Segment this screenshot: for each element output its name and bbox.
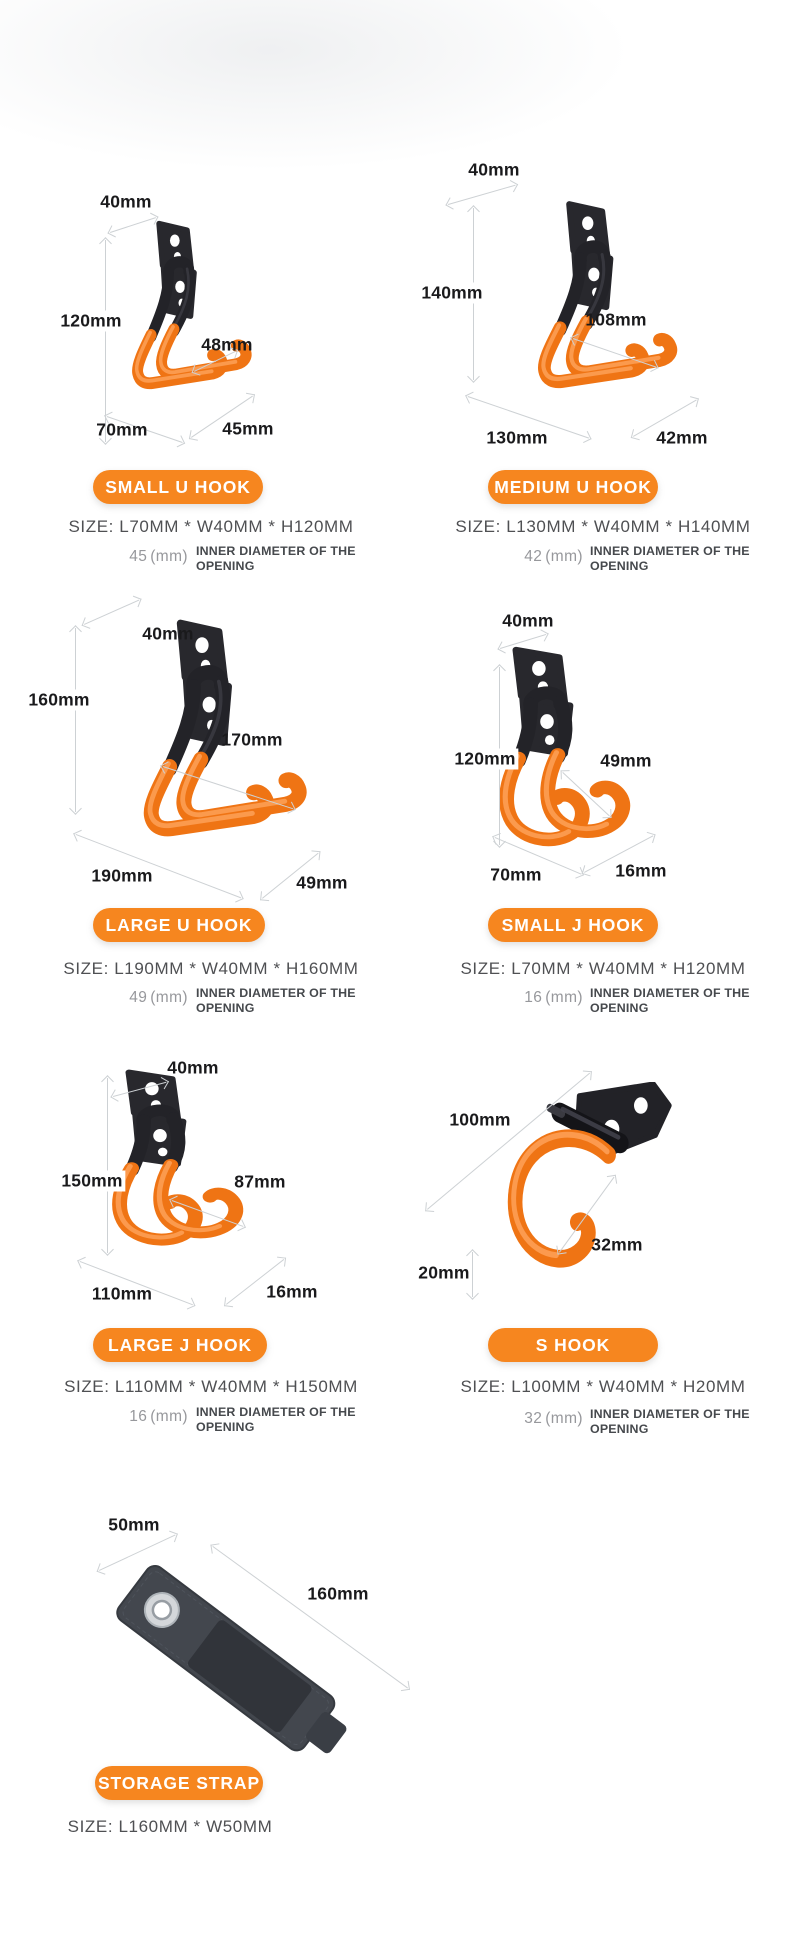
product-name-badge: SMALL J HOOK [488, 908, 658, 942]
dimension-label: 150mm [58, 1170, 126, 1192]
dimension-label: 70mm [490, 864, 542, 885]
dimension-label: 20mm [418, 1262, 470, 1283]
caption-line-2: OPENING [196, 1419, 255, 1434]
dimension-label: 120mm [451, 748, 519, 770]
dimension-label: 45mm [222, 418, 274, 439]
dimension-label: 40mm [100, 191, 152, 212]
inner-unit: (mm) [150, 989, 188, 1006]
dimension-label: 170mm [221, 729, 283, 750]
dimension-label: 49mm [296, 872, 348, 893]
inner-value: 42 [524, 548, 543, 565]
dimension-label: 32mm [591, 1234, 643, 1255]
inner-diameter-value: 42(mm) [455, 548, 583, 566]
inner-diameter-value: 49(mm) [60, 989, 188, 1007]
dimension-label: 40mm [468, 159, 520, 180]
medium-u-hook-image [475, 198, 680, 418]
dimension-label: 190mm [91, 865, 153, 886]
product-name-badge: STORAGE STRAP [95, 1766, 263, 1800]
inner-unit: (mm) [545, 989, 583, 1006]
caption-line-1: INNER DIAMETER OF THE [196, 544, 356, 558]
dimension-label: 40mm [167, 1057, 219, 1078]
dimension-label: 16mm [266, 1281, 318, 1302]
inner-unit: (mm) [150, 548, 188, 565]
dimension-label: 40mm [502, 610, 554, 631]
caption-line-1: INNER DIAMETER OF THE [196, 1405, 356, 1419]
dimension-label: 48mm [201, 334, 253, 355]
dimension-label: 49mm [600, 750, 652, 771]
inner-diameter-value: 45(mm) [60, 548, 188, 566]
dimension-label: 87mm [234, 1171, 286, 1192]
dimension-label: 100mm [449, 1109, 511, 1130]
dimension-label: 40mm [142, 623, 194, 644]
dimension-label: 160mm [307, 1583, 369, 1604]
caption-line-1: INNER DIAMETER OF THE [590, 544, 750, 558]
caption-line-1: INNER DIAMETER OF THE [590, 986, 750, 1000]
caption-line-2: OPENING [196, 558, 255, 573]
inner-diameter-value: 16(mm) [455, 989, 583, 1007]
product-name-badge: LARGE J HOOK [93, 1328, 267, 1362]
inner-value: 32 [524, 1410, 543, 1427]
caption-line-1: INNER DIAMETER OF THE [196, 986, 356, 1000]
inner-value: 49 [129, 989, 148, 1006]
inner-value: 16 [129, 1408, 148, 1425]
background-shadow [0, 0, 630, 170]
dimension-label: 130mm [486, 427, 548, 448]
dimension-label: 50mm [108, 1514, 160, 1535]
size-text: SIZE: L70MM * W40MM * H120MM [460, 959, 746, 978]
dimension-label: 16mm [615, 860, 667, 881]
dimension-arrow [75, 628, 76, 812]
size-text: SIZE: L130MM * W40MM * H140MM [455, 517, 751, 536]
inner-unit: (mm) [150, 1408, 188, 1425]
product-name-badge: SMALL U HOOK [93, 470, 263, 504]
dimension-arrow [107, 1078, 108, 1253]
product-name-badge: MEDIUM U HOOK [488, 470, 658, 504]
dimension-label: 110mm [91, 1283, 153, 1304]
dimension-label: 160mm [25, 689, 93, 711]
size-text: SIZE: L100MM * W40MM * H20MM [460, 1377, 746, 1396]
size-text: SIZE: L160MM * W50MM [67, 1817, 273, 1836]
caption-line-2: OPENING [196, 1000, 255, 1015]
size-text: SIZE: L70MM * W40MM * H120MM [68, 517, 354, 536]
size-text: SIZE: L190MM * W40MM * H160MM [63, 959, 359, 978]
caption-line-1: INNER DIAMETER OF THE [590, 1407, 750, 1421]
caption-line-2: OPENING [590, 558, 649, 573]
dimension-label: 42mm [656, 427, 708, 448]
dimension-label: 70mm [96, 419, 148, 440]
product-name-badge: S HOOK [488, 1328, 658, 1362]
dimension-arrow [105, 240, 106, 442]
inner-value: 45 [129, 548, 148, 565]
inner-diameter-value: 16(mm) [60, 1408, 188, 1426]
size-text: SIZE: L110MM * W40MM * H150MM [64, 1377, 358, 1396]
inner-value: 16 [524, 989, 543, 1006]
caption-line-2: OPENING [590, 1000, 649, 1015]
dimension-label: 108mm [585, 309, 647, 330]
dimension-arrow [472, 1252, 473, 1297]
dimension-label: 140mm [418, 282, 486, 304]
caption-line-2: OPENING [590, 1421, 649, 1436]
inner-unit: (mm) [545, 1410, 583, 1427]
inner-diameter-value: 32(mm) [455, 1410, 583, 1428]
product-name-badge: LARGE U HOOK [93, 908, 265, 942]
dimension-label: 120mm [57, 310, 125, 332]
inner-unit: (mm) [545, 548, 583, 565]
